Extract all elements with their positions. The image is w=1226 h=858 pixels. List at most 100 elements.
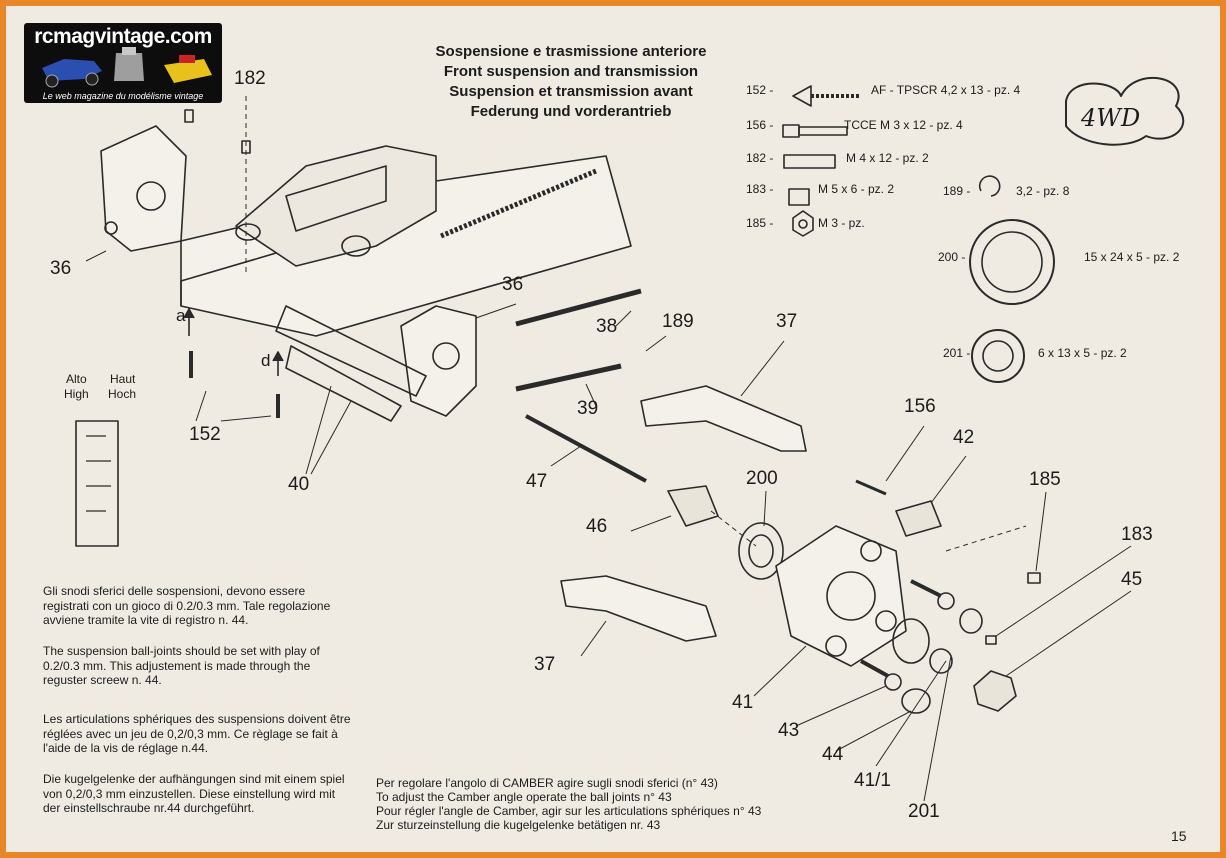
nut-185-icon [792,210,814,237]
upright-right [400,305,477,417]
callout-182: 182 [234,68,266,89]
upper-arm-37 [640,385,807,452]
pin-38 [515,288,642,327]
gearbox-window [285,165,387,232]
label-haut: Haut [110,372,136,386]
title-de: Federung und vorderantrieb [470,103,672,120]
hub-41 [775,525,907,667]
callout-37-lower: 37 [534,654,556,675]
grub-182-icon [783,154,836,169]
callout-37-upper: 37 [776,311,798,332]
callout-47: 47 [526,471,548,492]
instructions-de: Die kugelgelenke der aufhängungen sind m… [43,772,345,815]
grub-183-icon [788,188,810,206]
camber-en: To adjust the Camber angle operate the b… [376,790,672,804]
gearbox-hole [341,235,371,257]
bearing-200-icon [969,219,1055,305]
block-42 [895,500,942,537]
callout-189: 189 [662,311,694,332]
callout-42: 42 [953,427,975,448]
logo-title: rcmagvintage.com [34,25,212,48]
callout-185: 185 [1029,469,1061,490]
part-num-156: 156 - [746,118,774,132]
screw-152-icon [792,85,812,107]
callout-40: 40 [288,474,310,495]
callout-183: 183 [1121,524,1153,545]
ball-43-upper [937,592,955,610]
part-desc-201: 6 x 13 x 5 - pz. 2 [1038,346,1127,360]
part-num-189: 189 - [943,184,971,198]
callout-201: 201 [908,801,940,822]
screw-156-shaft-icon [798,126,848,136]
part-desc-182: M 4 x 12 - pz. 2 [846,151,929,165]
title-en: Front suspension and transmission [443,63,699,80]
part-num-201: 201 - [943,346,971,360]
wheel-nut-45 [973,670,1017,712]
part-num-200: 200 - [938,250,966,264]
arrow-d-label: d [261,351,271,370]
height-diagram [75,420,119,547]
part-desc-185: M 3 - pz. [818,216,865,230]
upright-left [100,125,187,252]
circlip-189-icon [978,175,1001,197]
screw-156 [855,479,887,496]
callout-46: 46 [586,516,608,537]
callout-43: 43 [778,720,800,741]
instructions-it: Gli snodi sferici delle sospensioni, dev… [43,584,331,627]
camber-fr: Pour régler l'angle de Camber, agir sur … [376,804,762,818]
site-logo[interactable]: rcmagvintage.com Le web magazine du modé… [24,23,222,103]
label-alto: Alto [66,372,87,386]
part-desc-200: 15 x 24 x 5 - pz. 2 [1084,250,1180,264]
screw-44 [901,688,931,714]
manual-page: rcmagvintage.com Le web magazine du modé… [6,6,1220,852]
nut-185 [1027,572,1041,584]
title-fr: Suspension et transmission avant [449,83,693,100]
page-number: 15 [1171,828,1187,844]
instructions-fr: Les articulations sphériques des suspens… [43,712,351,755]
title-it: Sospensione e trasmissione anteriore [435,43,707,60]
link-lower [285,345,402,422]
callout-38: 38 [596,316,618,337]
ball-43-lower [884,673,902,691]
badge-outline [1065,76,1185,146]
lower-arm-37 [560,575,717,642]
callout-41: 41 [732,692,754,713]
part-num-152: 152 - [746,83,774,97]
part-num-182: 182 - [746,151,774,165]
part-desc-156: TCCE M 3 x 12 - pz. 4 [844,118,963,132]
upright-left-bore [136,181,166,211]
part-num-185: 185 - [746,216,774,230]
upright-left-hole [104,221,118,235]
label-high: High [64,387,89,401]
grub-182-top [184,109,194,123]
badge-4wd: 4WD [1081,104,1141,132]
callout-44: 44 [822,744,844,765]
instructions-en: The suspension ball-joints should be set… [43,644,320,687]
grub-183 [985,635,997,645]
logo-tagline: Le web magazine du modélisme vintage [42,91,204,101]
callout-152: 152 [189,424,221,445]
part-desc-189: 3,2 - pz. 8 [1016,184,1070,198]
callout-200: 200 [746,468,778,489]
arrow-a-label: a [176,306,186,325]
callout-156: 156 [904,396,936,417]
bearing-200 [738,522,784,580]
link-upper [275,305,427,397]
gear-rack [440,168,597,239]
part-desc-183: M 5 x 6 - pz. 2 [818,182,895,196]
upright-right-bore [432,342,460,370]
camber-it: Per regolare l'angolo di CAMBER agire su… [376,776,718,790]
drive-cup-46 [667,485,719,527]
callout-45: 45 [1121,569,1143,590]
callout-39: 39 [577,398,599,419]
gearbox-cap [235,223,261,241]
part-num-183: 183 - [746,182,774,196]
pin-39 [515,363,622,392]
camber-de: Zur sturzeinstellung die kugelgelenke be… [376,818,661,832]
exploded-diagram [75,76,1185,802]
bearing-201-icon [971,329,1025,383]
part-desc-152: AF - TPSCR 4,2 x 13 - pz. 4 [871,83,1021,97]
logo-artwork [42,47,212,88]
callout-36-left: 36 [50,258,72,279]
insert-41-1 [892,618,930,664]
